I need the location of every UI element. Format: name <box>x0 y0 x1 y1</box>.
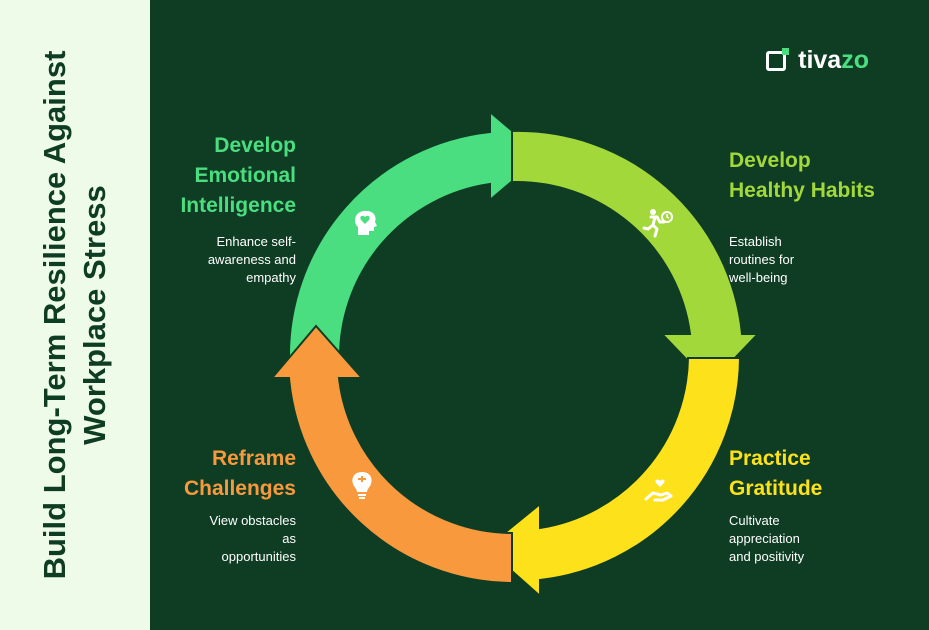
stage4-title-line2: Challenges <box>183 477 296 500</box>
stage1-desc-line1: Enhance self- <box>216 234 297 249</box>
stage2-desc-line2: routines for <box>729 252 795 267</box>
stage1-title-line1: Develop <box>214 134 296 157</box>
hand-heart-icon <box>643 475 677 509</box>
stage-desc-emotional-intelligence: Enhance self- awareness and empathy <box>208 233 296 287</box>
stage-title-emotional-intelligence: Develop Emotional Intelligence <box>180 131 296 221</box>
stage3-desc-line2: appreciation <box>729 531 800 546</box>
stage3-desc-line3: and positivity <box>729 549 805 564</box>
arc-reframe <box>269 324 513 585</box>
head-heart-icon <box>348 205 382 239</box>
stage1-desc-line3: empathy <box>246 270 296 285</box>
arc-emotional-intelligence <box>287 109 544 361</box>
stage4-desc-line1: View obstacles <box>209 513 296 528</box>
stage2-desc-line3: well-being <box>729 270 788 285</box>
stage-desc-reframe-challenges: View obstacles as opportunities <box>210 512 296 566</box>
stage-desc-gratitude: Cultivate appreciation and positivity <box>729 512 804 566</box>
sidebar: Build Long-Term Resilience Against Workp… <box>0 0 150 630</box>
stage4-desc-line2: as <box>282 531 296 546</box>
stage3-title-line2: Gratitude <box>729 477 823 500</box>
lightbulb-icon <box>345 468 379 502</box>
stage-desc-healthy-habits: Establish routines for well-being <box>729 233 794 287</box>
stage1-title-line2: Emotional <box>194 164 296 187</box>
stage4-desc-line3: opportunities <box>221 549 296 564</box>
logo-text-part2: zo <box>841 46 869 74</box>
stage3-title-line1: Practice <box>729 447 811 470</box>
stage2-title-line1: Develop <box>729 149 811 172</box>
stage1-desc-line2: awareness and <box>207 252 296 267</box>
logo-text-part1: tiva <box>798 46 842 74</box>
logo-mark-icon <box>766 47 790 71</box>
stage1-title-line3: Intelligence <box>180 194 296 217</box>
arc-healthy-habits <box>511 129 761 386</box>
arc-gratitude <box>484 357 742 599</box>
stage2-title-line2: Healthy Habits <box>729 179 875 202</box>
stage-title-gratitude: Practice Gratitude <box>729 444 822 504</box>
stage4-title-line1: Reframe <box>211 447 296 470</box>
running-person-icon <box>641 205 675 239</box>
stage3-desc-line1: Cultivate <box>729 513 780 528</box>
stage2-desc-line1: Establish <box>729 234 782 249</box>
stage-title-reframe-challenges: Reframe Challenges <box>184 444 296 504</box>
stage-title-healthy-habits: Develop Healthy Habits <box>729 146 875 206</box>
